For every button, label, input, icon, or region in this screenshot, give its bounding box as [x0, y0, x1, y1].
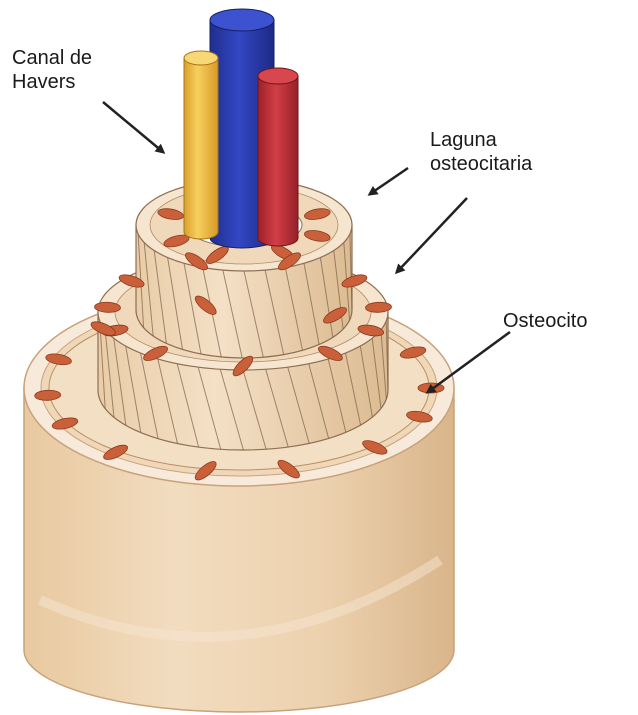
label-osteocito: Osteocito	[503, 309, 587, 333]
label-line: Havers	[12, 70, 92, 94]
arrow-icon	[370, 168, 408, 194]
label-canal-de-havers: Canal de Havers	[12, 46, 92, 94]
artery-vessel	[258, 68, 298, 246]
arrow-icon	[397, 198, 467, 272]
label-line: Osteocito	[503, 309, 587, 333]
haversian-vessels	[184, 9, 298, 248]
arrow-icon	[103, 102, 163, 152]
nerve-yellow-vessel	[184, 51, 218, 239]
label-line: osteocitaria	[430, 152, 532, 176]
label-line: Canal de	[12, 46, 92, 70]
label-laguna-osteocitaria: Laguna osteocitaria	[430, 128, 532, 176]
label-line: Laguna	[430, 128, 532, 152]
